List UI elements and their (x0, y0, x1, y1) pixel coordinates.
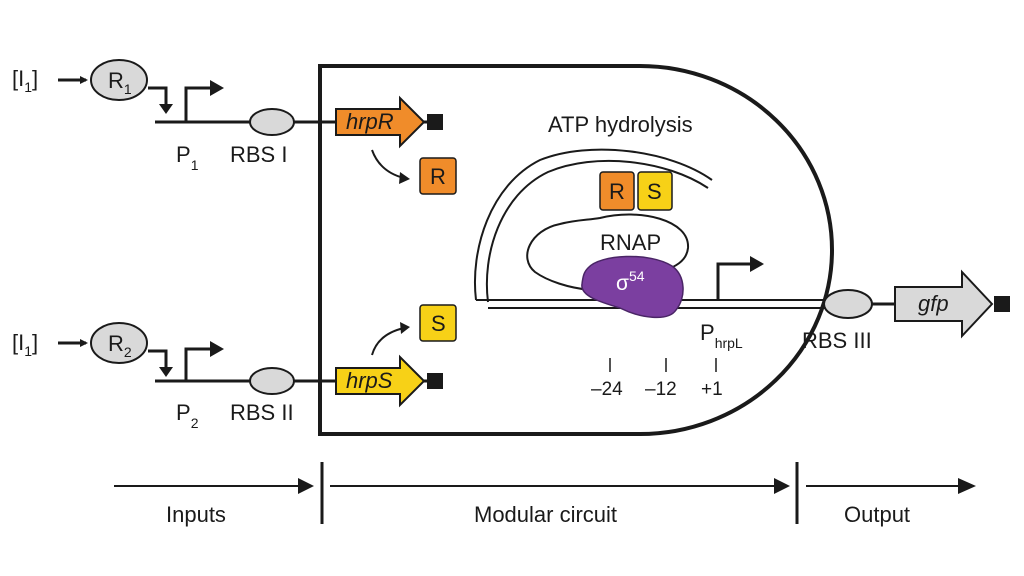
input-2: [I1] R2 P2 RBS II (12, 322, 320, 431)
protein-s-label: S (431, 311, 446, 336)
promoter-2-arrow (184, 347, 212, 381)
hrpR-expression-arrow (371, 149, 405, 179)
position-minus24-label: –24 (591, 379, 623, 400)
sigma54-label: σ54 (616, 268, 645, 295)
hrpS-gene-arrow (335, 354, 426, 408)
hrpR-expression-arrowhead (399, 172, 410, 184)
complex-s-box (637, 171, 673, 211)
protein-r-box (419, 157, 457, 195)
gfp-gene-label: gfp (918, 291, 949, 316)
rbs-2-node (249, 367, 295, 395)
complex-s-label: S (647, 179, 662, 204)
inducer-1-label: [I1] (12, 66, 38, 95)
phrpL-label: PhrpL (700, 320, 743, 351)
sigma54-factor (581, 255, 684, 319)
protein-r-label: R (430, 164, 446, 189)
complex-r-label: R (609, 179, 625, 204)
phrpL-promoter-arrowhead (750, 256, 764, 272)
hrpR-gene-label: hrpR (346, 109, 394, 134)
repression-2-arrowhead (159, 367, 173, 377)
regulator-1-node (90, 59, 148, 101)
and-gate-outline (318, 64, 834, 436)
section-output-label: Output (844, 502, 910, 527)
repression-2-arrow (148, 349, 168, 373)
hrpR-gene-arrow (335, 95, 426, 149)
position-plus1-label: +1 (701, 379, 723, 400)
dna-loop-inner (485, 159, 709, 303)
output-arrowhead (958, 478, 976, 494)
regulator-1-label: R1 (108, 68, 132, 97)
promoter-1-arrowhead (210, 80, 224, 96)
input-1: [I1] R1 P1 RBS I (12, 59, 320, 173)
gfp-gene-arrow (894, 269, 994, 339)
section-inputs-label: Inputs (166, 502, 226, 527)
inducer-2-label: [I1] (12, 330, 38, 359)
regulator-2-label: R2 (108, 331, 132, 360)
rbs-3-label: RBS III (802, 328, 872, 353)
section-circuit-label: Modular circuit (474, 502, 617, 527)
rbs-1-node (249, 108, 295, 136)
promoter-2-label: P2 (176, 400, 199, 431)
rbs-1-label: RBS I (230, 142, 287, 167)
gfp-terminator (994, 296, 1010, 312)
hrpS-expression-arrowhead (400, 322, 410, 334)
complex-r-box (599, 171, 635, 211)
hrpR-terminator (427, 114, 443, 130)
rnap-label: RNAP (600, 230, 661, 255)
regulator-2-node (90, 322, 148, 364)
promoter-1-label: P1 (176, 142, 199, 173)
rbs-2-label: RBS II (230, 400, 294, 425)
circuit-arrowhead (774, 478, 790, 494)
atp-hydrolysis-label: ATP hydrolysis (548, 112, 693, 137)
hrpS-expression-arrow (371, 327, 405, 356)
promoter-1-arrow (184, 86, 212, 122)
hrpS-terminator (427, 373, 443, 389)
phrpL-promoter-arrow (716, 262, 752, 300)
dna-loop-outer (474, 148, 713, 301)
inputs-arrowhead (298, 478, 314, 494)
repression-1-arrow (148, 86, 168, 110)
promoter-2-arrowhead (210, 341, 224, 357)
position-minus12-label: –12 (645, 379, 677, 400)
repression-1-arrowhead (159, 104, 173, 114)
protein-s-box (419, 304, 457, 342)
hrpS-gene-label: hrpS (346, 368, 393, 393)
rbs-3-node (823, 289, 873, 319)
